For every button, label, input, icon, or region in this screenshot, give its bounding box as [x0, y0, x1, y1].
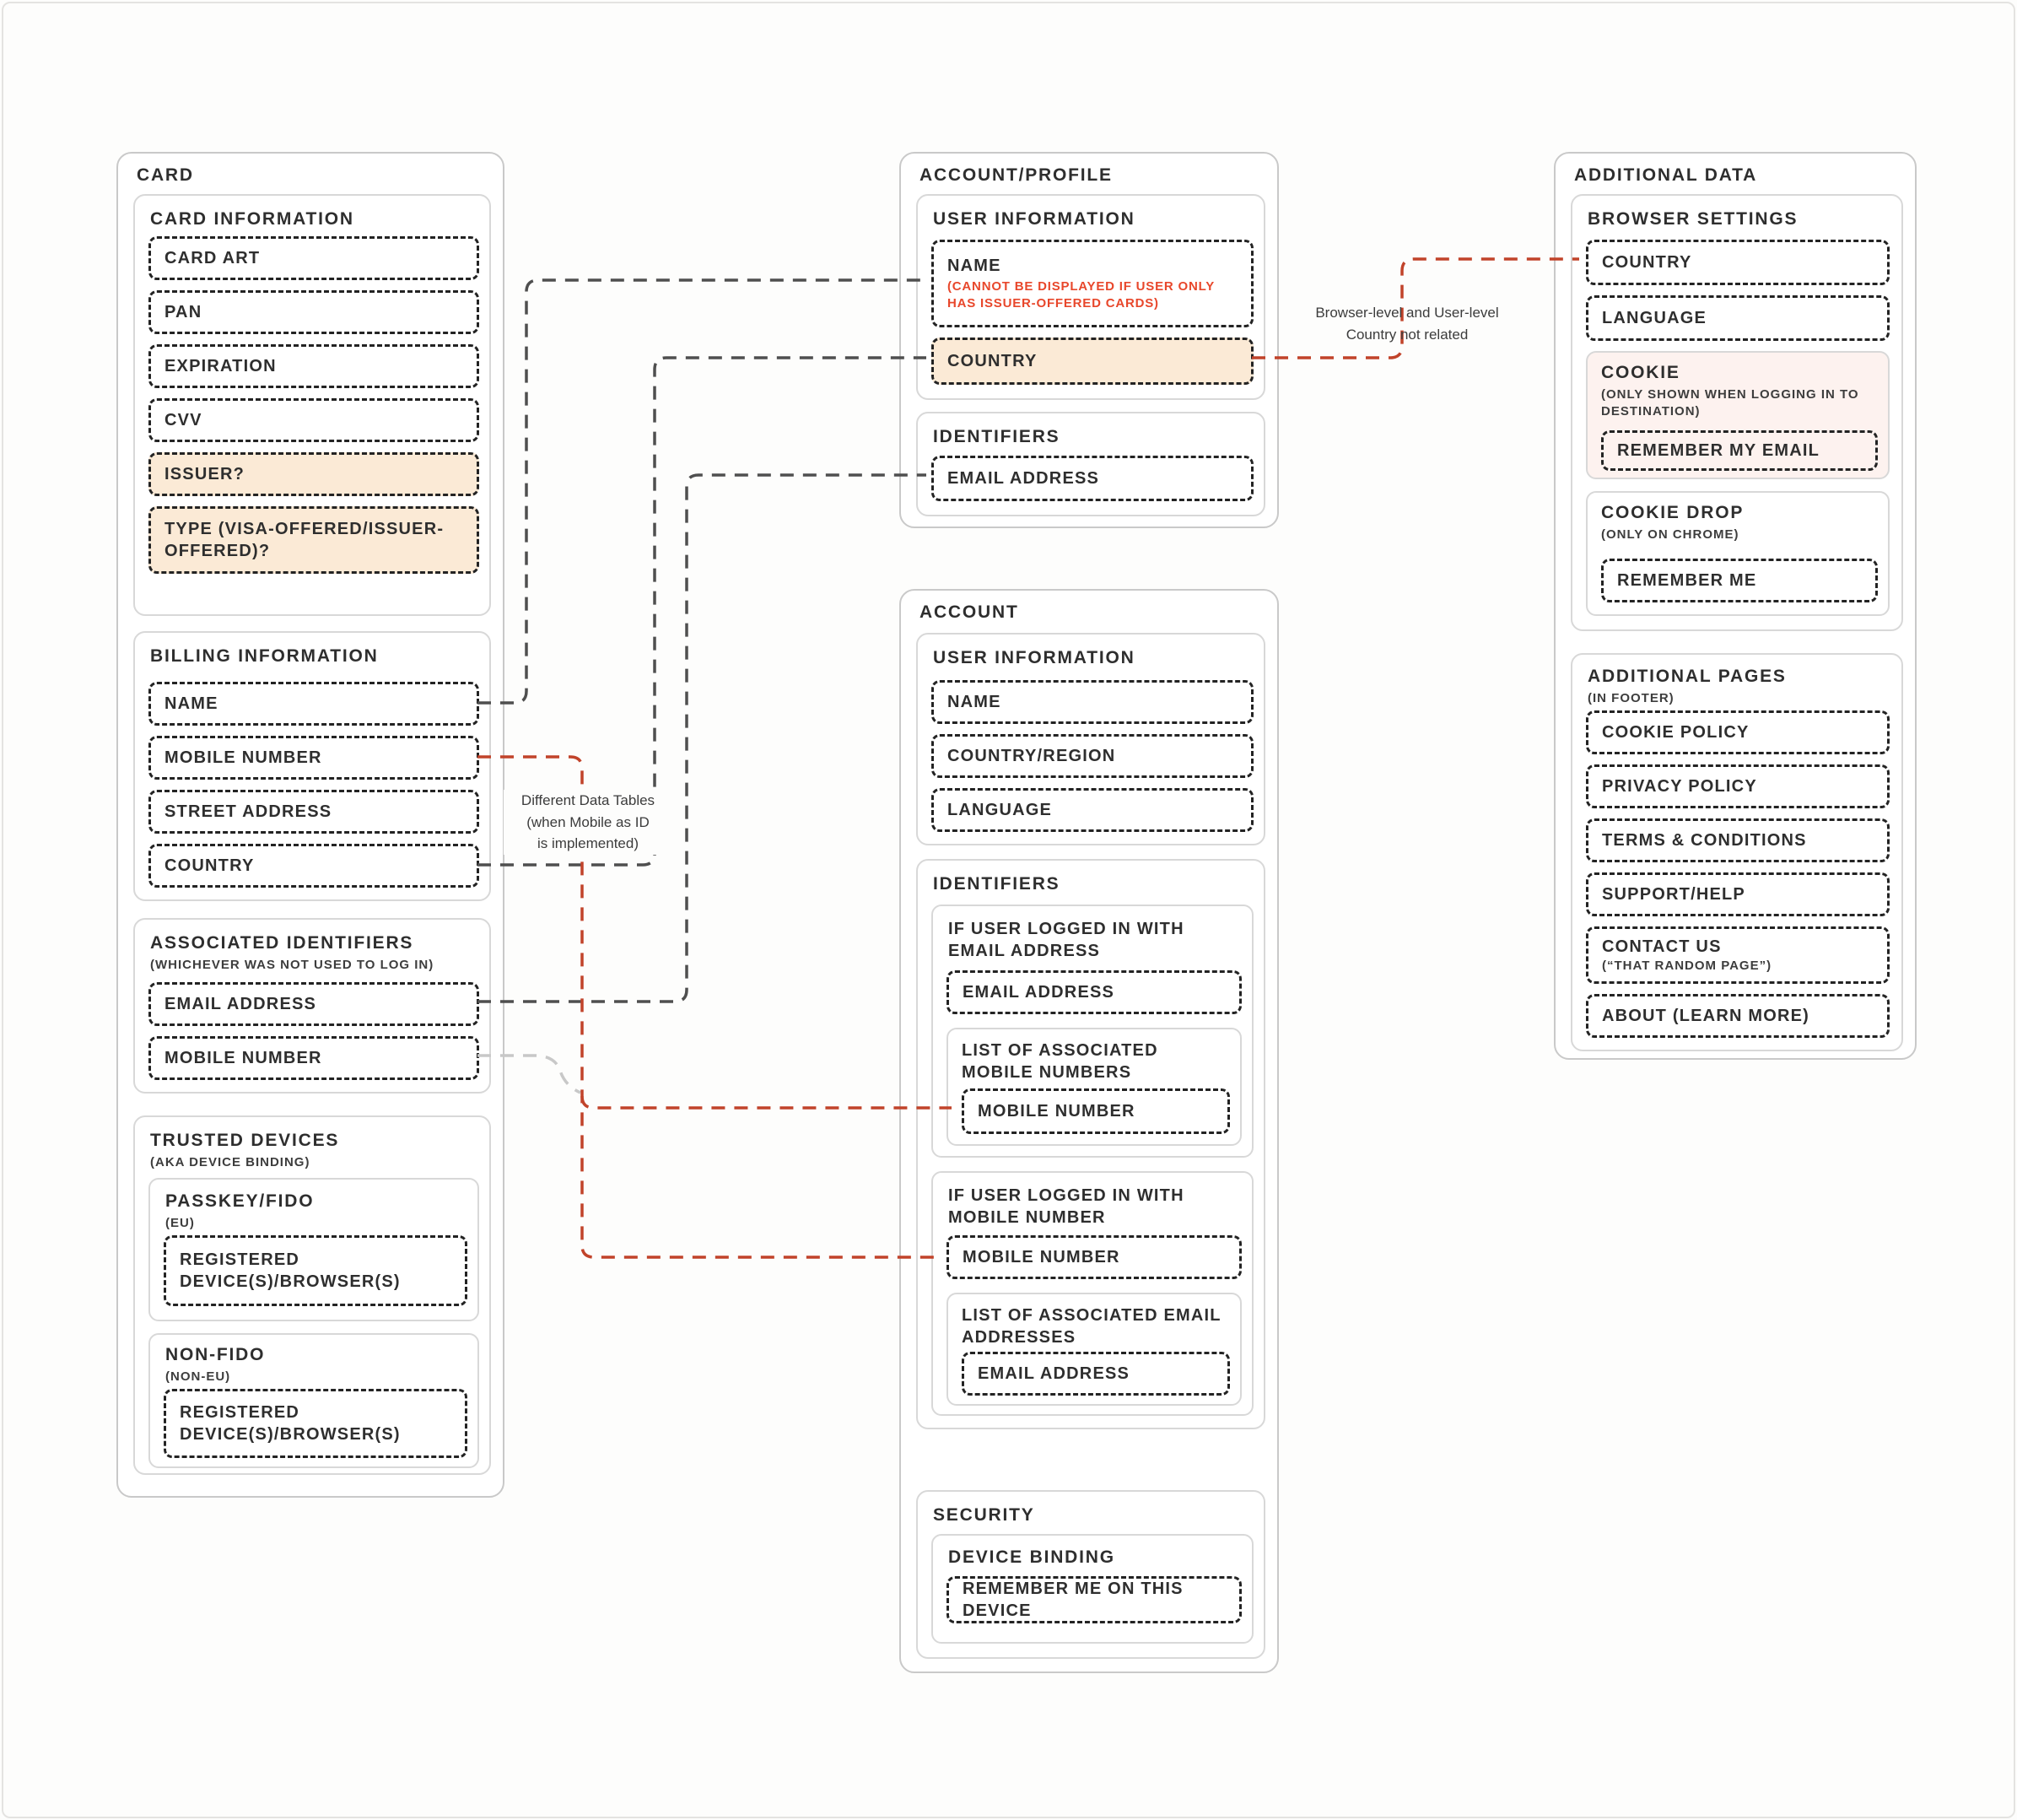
panel-additional-data-title: ADDITIONAL DATA: [1574, 165, 1758, 185]
section-billing-information: BILLING INFORMATION NAME MOBILE NUMBER S…: [133, 631, 491, 901]
section-account-user-information: USER INFORMATION NAME COUNTRY/REGION LAN…: [916, 633, 1265, 845]
panel-additional-data: ADDITIONAL DATA BROWSER SETTINGS COUNTRY…: [1554, 152, 1917, 1060]
field-support-help: SUPPORT/HELP: [1586, 872, 1890, 916]
section-account-identifiers: IDENTIFIERS IF USER LOGGED IN WITH EMAIL…: [916, 859, 1265, 1429]
field-remember-me-device: REMEMBER ME ON THIS DEVICE: [946, 1576, 1242, 1623]
subcard-passkey-note: (EU): [165, 1216, 195, 1230]
field-account-language: LANGUAGE: [931, 788, 1254, 832]
section-profile-identifiers: IDENTIFIERS EMAIL ADDRESS: [916, 412, 1265, 516]
field-browser-country: COUNTRY: [1586, 240, 1890, 285]
section-profile-identifiers-title: IDENTIFIERS: [933, 427, 1060, 446]
field-assoc-mobile: MOBILE NUMBER: [148, 1036, 479, 1080]
section-billing-title: BILLING INFORMATION: [150, 646, 379, 666]
section-security-title: SECURITY: [933, 1505, 1035, 1525]
subcard-cookie-title: COOKIE: [1601, 363, 1680, 382]
subcard-cookie-drop-note: (ONLY ON CHROME): [1601, 527, 1739, 542]
section-account-userinfo-title: USER INFORMATION: [933, 648, 1135, 667]
field-expiration: EXPIRATION: [148, 344, 479, 388]
field-assoc-email: EMAIL ADDRESS: [148, 982, 479, 1026]
panel-account: ACCOUNT USER INFORMATION NAME COUNTRY/RE…: [899, 589, 1279, 1673]
profile-name-warning: (CANNOT BE DISPLAYED IF USER ONLY HAS IS…: [947, 278, 1215, 311]
field-cookie-policy: COOKIE POLICY: [1586, 710, 1890, 754]
section-account-identifiers-title: IDENTIFIERS: [933, 874, 1060, 894]
field-remember-my-email: REMEMBER MY EMAIL: [1601, 430, 1878, 471]
field-card-art: CARD ART: [148, 236, 479, 280]
subcard-cookie-drop: COOKIE DROP (ONLY ON CHROME) REMEMBER ME: [1586, 491, 1890, 616]
panel-card-title: CARD: [137, 165, 194, 185]
panel-account-profile: ACCOUNT/PROFILE USER INFORMATION NAME (C…: [899, 152, 1279, 528]
field-remember-me: REMEMBER ME: [1601, 559, 1878, 602]
connector-label-country-not-related: Browser-level and User-level Country not…: [1315, 305, 1499, 343]
subcard-mobile-login: IF USER LOGGED IN WITH MOBILE NUMBER MOB…: [931, 1171, 1254, 1416]
subcard-device-binding: DEVICE BINDING REMEMBER ME ON THIS DEVIC…: [931, 1534, 1254, 1644]
field-assoc-list-email: EMAIL ADDRESS: [962, 1352, 1230, 1396]
field-profile-country: COUNTRY: [931, 338, 1254, 385]
section-additional-pages: ADDITIONAL PAGES (IN FOOTER) COOKIE POLI…: [1571, 653, 1903, 1051]
section-assoc-note: (WHICHEVER WAS NOT USED TO LOG IN): [150, 958, 434, 972]
field-billing-country: COUNTRY: [148, 844, 479, 888]
panel-card: CARD CARD INFORMATION CARD ART PAN EXPIR…: [116, 152, 504, 1498]
field-type: TYPE (VISA-OFFERED/ISSUER-OFFERED)?: [148, 506, 479, 574]
field-profile-email: EMAIL ADDRESS: [931, 456, 1254, 501]
field-terms-conditions: TERMS & CONDITIONS: [1586, 818, 1890, 862]
subcard-assoc-email-list: LIST OF ASSOCIATED EMAIL ADDRESSES EMAIL…: [946, 1293, 1242, 1406]
section-additional-pages-note: (IN FOOTER): [1588, 691, 1675, 705]
subcard-device-binding-title: DEVICE BINDING: [948, 1547, 1115, 1567]
field-browser-language: LANGUAGE: [1586, 295, 1890, 341]
section-trusted-title: TRUSTED DEVICES: [150, 1131, 340, 1150]
section-card-information: CARD INFORMATION CARD ART PAN EXPIRATION…: [133, 194, 491, 616]
subcard-assoc-email-list-title: LIST OF ASSOCIATED EMAIL ADDRESSES: [962, 1306, 1222, 1347]
field-account-country-region: COUNTRY/REGION: [931, 734, 1254, 778]
subcard-cookie-drop-title: COOKIE DROP: [1601, 503, 1745, 522]
subcard-nonfido-note: (NON-EU): [165, 1369, 231, 1384]
section-browser-settings: BROWSER SETTINGS COUNTRY LANGUAGE COOKIE…: [1571, 194, 1903, 631]
field-billing-name: NAME: [148, 682, 479, 726]
field-billing-street: STREET ADDRESS: [148, 790, 479, 834]
section-associated-identifiers: ASSOCIATED IDENTIFIERS (WHICHEVER WAS NO…: [133, 918, 491, 1094]
panel-account-profile-title: ACCOUNT/PROFILE: [920, 165, 1113, 185]
subcard-assoc-mobile-list-title: LIST OF ASSOCIATED MOBILE NUMBERS: [962, 1041, 1158, 1082]
field-pan: PAN: [148, 290, 479, 334]
section-card-information-title: CARD INFORMATION: [150, 209, 354, 229]
field-issuer: ISSUER?: [148, 452, 479, 496]
subcard-nonfido-title: NON-FIDO: [165, 1345, 266, 1364]
field-contact-us: CONTACT US (“THAT RANDOM PAGE”): [1586, 926, 1890, 984]
section-profile-user-information: USER INFORMATION NAME (CANNOT BE DISPLAY…: [916, 194, 1265, 400]
field-assoc-list-mobile: MOBILE NUMBER: [962, 1088, 1230, 1134]
field-cvv: CVV: [148, 398, 479, 442]
section-trusted-devices: TRUSTED DEVICES (AKA DEVICE BINDING) PAS…: [133, 1115, 491, 1475]
subcard-cookie: COOKIE (ONLY SHOWN WHEN LOGGING IN TO DE…: [1586, 351, 1890, 479]
section-trusted-note: (AKA DEVICE BINDING): [150, 1155, 310, 1169]
field-about: ABOUT (LEARN MORE): [1586, 994, 1890, 1038]
section-assoc-title: ASSOCIATED IDENTIFIERS: [150, 933, 414, 953]
subcard-passkey-title: PASSKEY/FIDO: [165, 1191, 315, 1211]
section-browser-settings-title: BROWSER SETTINGS: [1588, 209, 1799, 229]
connector-label-different-tables: Different Data Tables (when Mobile as ID…: [504, 790, 672, 855]
panel-account-title: ACCOUNT: [920, 602, 1019, 622]
subcard-email-login-title: IF USER LOGGED IN WITH EMAIL ADDRESS: [948, 920, 1184, 960]
field-privacy-policy: PRIVACY POLICY: [1586, 764, 1890, 808]
field-billing-mobile: MOBILE NUMBER: [148, 736, 479, 780]
section-account-security: SECURITY DEVICE BINDING REMEMBER ME ON T…: [916, 1490, 1265, 1659]
field-account-name: NAME: [931, 680, 1254, 724]
section-additional-pages-title: ADDITIONAL PAGES: [1588, 667, 1787, 686]
subcard-mobile-login-title: IF USER LOGGED IN WITH MOBILE NUMBER: [948, 1186, 1184, 1227]
field-login-email: EMAIL ADDRESS: [946, 970, 1242, 1014]
subcard-email-login: IF USER LOGGED IN WITH EMAIL ADDRESS EMA…: [931, 905, 1254, 1158]
section-profile-userinfo-title: USER INFORMATION: [933, 209, 1135, 229]
field-passkey-registered-devices: REGISTERED DEVICE(S)/BROWSER(S): [164, 1235, 467, 1306]
contact-us-note: (“THAT RANDOM PAGE”): [1602, 959, 1772, 974]
subcard-passkey-fido: PASSKEY/FIDO (EU) REGISTERED DEVICE(S)/B…: [148, 1178, 479, 1321]
subcard-assoc-mobile-list: LIST OF ASSOCIATED MOBILE NUMBERS MOBILE…: [946, 1028, 1242, 1146]
subcard-non-fido: NON-FIDO (NON-EU) REGISTERED DEVICE(S)/B…: [148, 1333, 479, 1468]
field-login-mobile: MOBILE NUMBER: [946, 1235, 1242, 1279]
subcard-cookie-note: (ONLY SHOWN WHEN LOGGING IN TO DESTINATI…: [1601, 387, 1859, 419]
field-profile-name: NAME (CANNOT BE DISPLAYED IF USER ONLY H…: [931, 240, 1254, 327]
field-nonfido-registered-devices: REGISTERED DEVICE(S)/BROWSER(S): [164, 1389, 467, 1458]
